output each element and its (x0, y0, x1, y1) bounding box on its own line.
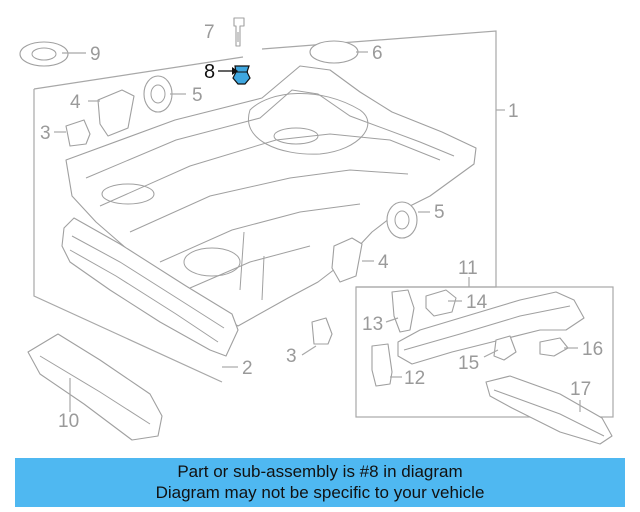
callout-4-top: 4 (70, 92, 81, 113)
sub-assembly-parts (371, 289, 585, 387)
callout-1: 1 (508, 101, 519, 122)
banner-line-2: Diagram may not be specific to your vehi… (155, 483, 485, 502)
callout-6: 6 (372, 43, 383, 64)
callout-3-bottom: 3 (286, 346, 297, 367)
banner-line-1: Part or sub-assembly is #8 in diagram (177, 462, 463, 481)
rear-rail-10 (27, 333, 163, 441)
leader-lines (54, 32, 581, 412)
rail-17 (485, 375, 613, 445)
sub-assembly-box (355, 286, 614, 418)
callout-5-top: 5 (192, 85, 203, 106)
callout-15: 15 (458, 353, 479, 374)
part-8-clip-icon[interactable] (232, 65, 251, 85)
brackets (19, 17, 418, 345)
callout-4-right: 4 (378, 252, 389, 273)
side-sill (61, 217, 239, 357)
callout-14: 14 (466, 292, 488, 313)
callout-10: 10 (58, 411, 79, 432)
callout-16: 16 (582, 339, 603, 360)
callout-5-right: 5 (434, 202, 445, 223)
floor-pan (65, 65, 477, 327)
callout-9: 9 (90, 44, 101, 65)
callout-11: 11 (458, 258, 478, 279)
info-banner: Part or sub-assembly is #8 in diagram Di… (15, 458, 625, 507)
callout-2: 2 (242, 358, 253, 379)
callout-3-top: 3 (40, 123, 51, 144)
callout-17: 17 (570, 379, 591, 400)
callout-7: 7 (204, 22, 215, 43)
callout-13: 13 (362, 314, 383, 335)
callout-8[interactable]: 8 (204, 61, 215, 83)
callout-12: 12 (404, 368, 425, 389)
callout-labels: 7 9 6 8 4 5 1 3 5 4 11 14 13 16 15 3 2 1… (40, 22, 603, 432)
